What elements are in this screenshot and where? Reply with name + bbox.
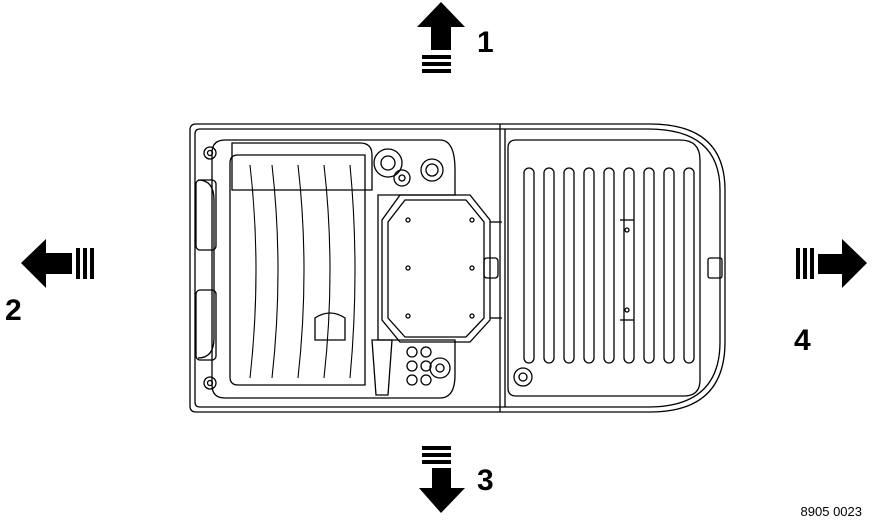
direction-label-3: 3 xyxy=(477,464,494,497)
truck-body xyxy=(189,123,726,413)
direction-label-4: 4 xyxy=(794,324,811,357)
direction-label-1: 1 xyxy=(477,26,494,59)
floor-ribs xyxy=(249,164,356,379)
direction-label-2: 2 xyxy=(5,294,22,327)
arrow-left-icon xyxy=(21,239,94,288)
arrow-down-icon xyxy=(419,446,465,513)
figure-code: 8905 0023 xyxy=(800,504,862,519)
arrow-up-icon xyxy=(417,2,465,73)
arrow-right-icon xyxy=(796,239,867,288)
